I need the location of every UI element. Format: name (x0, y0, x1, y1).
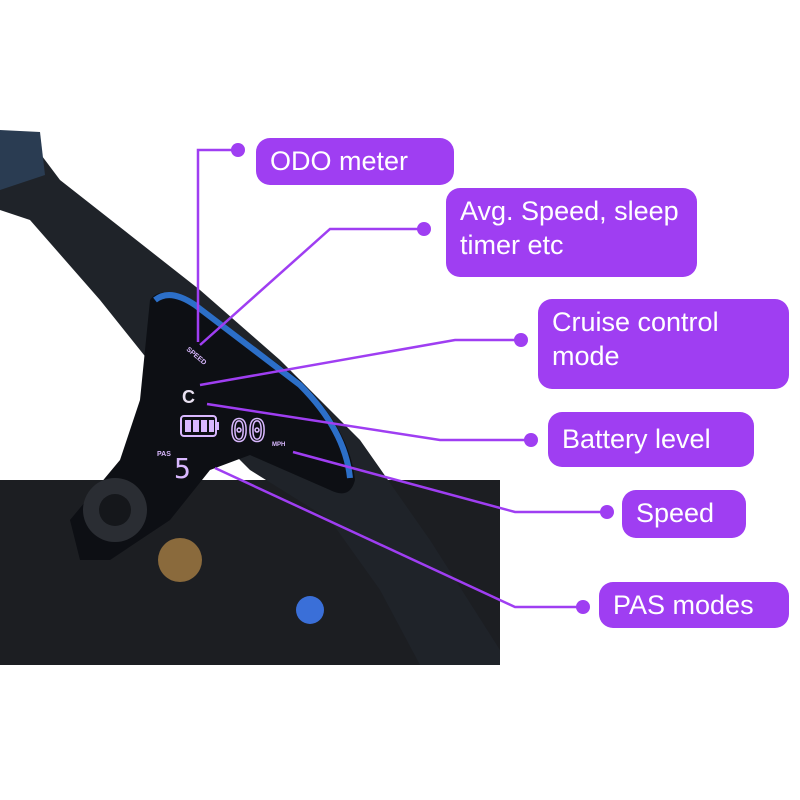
callout-avg-speed: Avg. Speed, sleep timer etc (446, 188, 697, 277)
speed-unit: MPH (272, 442, 285, 448)
display-button-center (99, 494, 131, 526)
callout-speed: Speed (622, 490, 746, 538)
pas-label: PAS (157, 451, 171, 458)
callout-line-odo (196, 148, 238, 342)
handlebar-switch (0, 130, 45, 190)
callout-line-pas (214, 466, 583, 609)
callout-odo-meter: ODO meter (256, 138, 454, 185)
battery-bar (201, 420, 207, 432)
callout-lines (196, 148, 607, 609)
handlebar-photo (0, 130, 500, 665)
cruise-indicator: C (182, 387, 195, 407)
callout-line-cruise (199, 338, 521, 387)
battery-icon (180, 415, 219, 437)
callout-cruise-control: Cruise control mode (538, 299, 789, 389)
callout-line-battery (206, 402, 531, 442)
callout-pas-modes: PAS modes (599, 582, 789, 628)
callout-line-speed (292, 450, 607, 514)
callout-line-avg-speed (199, 227, 424, 346)
callout-dots (231, 143, 614, 614)
pas-value: 5 (174, 452, 191, 485)
fork-part (158, 538, 202, 582)
battery-bar (185, 420, 191, 432)
display-edge-highlight (153, 292, 353, 479)
callout-battery-level: Battery level (548, 412, 754, 467)
battery-bar (209, 420, 214, 432)
speed-value: 00 (230, 414, 266, 449)
battery-bar (193, 420, 199, 432)
bolt (296, 596, 324, 624)
